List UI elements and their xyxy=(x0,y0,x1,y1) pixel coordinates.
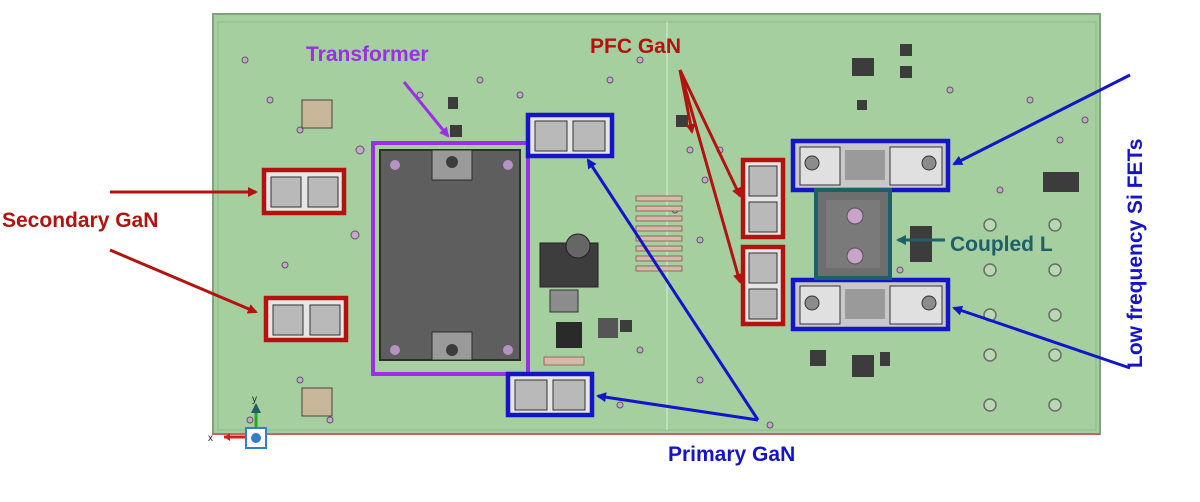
transformer-label: Transformer xyxy=(306,43,429,66)
axis-x-label: x xyxy=(208,433,213,444)
coupled-l-label: Coupled L xyxy=(950,233,1053,256)
vias xyxy=(241,56,1089,429)
arrow-transformer xyxy=(402,81,450,138)
arrows-primary xyxy=(586,158,760,422)
pcb-outline xyxy=(217,21,1097,431)
axis-marker xyxy=(224,403,267,449)
coupled-inductor xyxy=(814,188,892,280)
pcb-board xyxy=(212,13,1101,435)
si-fets-top xyxy=(790,138,951,193)
arrows-secondary xyxy=(109,187,258,314)
primary-gan-top xyxy=(525,112,615,159)
inductor-component xyxy=(539,233,599,313)
low-frequency-si-fets-label: Low frequency Si FETs xyxy=(1124,138,1147,368)
axis-y-label: y xyxy=(252,394,257,405)
secondary-gan-label: Secondary GaN xyxy=(2,209,159,232)
arrows-si-fets xyxy=(952,73,1131,370)
arrows-pfc xyxy=(678,69,743,284)
secondary-gan-bottom xyxy=(263,295,349,343)
small-components xyxy=(301,44,1079,417)
primary-gan-label: Primary GaN xyxy=(668,443,796,466)
transformer-outline xyxy=(371,141,530,376)
secondary-gan-top xyxy=(261,167,347,216)
transformer-component xyxy=(379,149,521,361)
pfc-gan-label: PFC GaN xyxy=(590,35,682,58)
primary-gan-bottom xyxy=(505,371,595,418)
pfc-gan-top xyxy=(740,157,786,240)
si-fets-bottom xyxy=(790,277,951,332)
pfc-gan-bottom xyxy=(740,244,786,327)
